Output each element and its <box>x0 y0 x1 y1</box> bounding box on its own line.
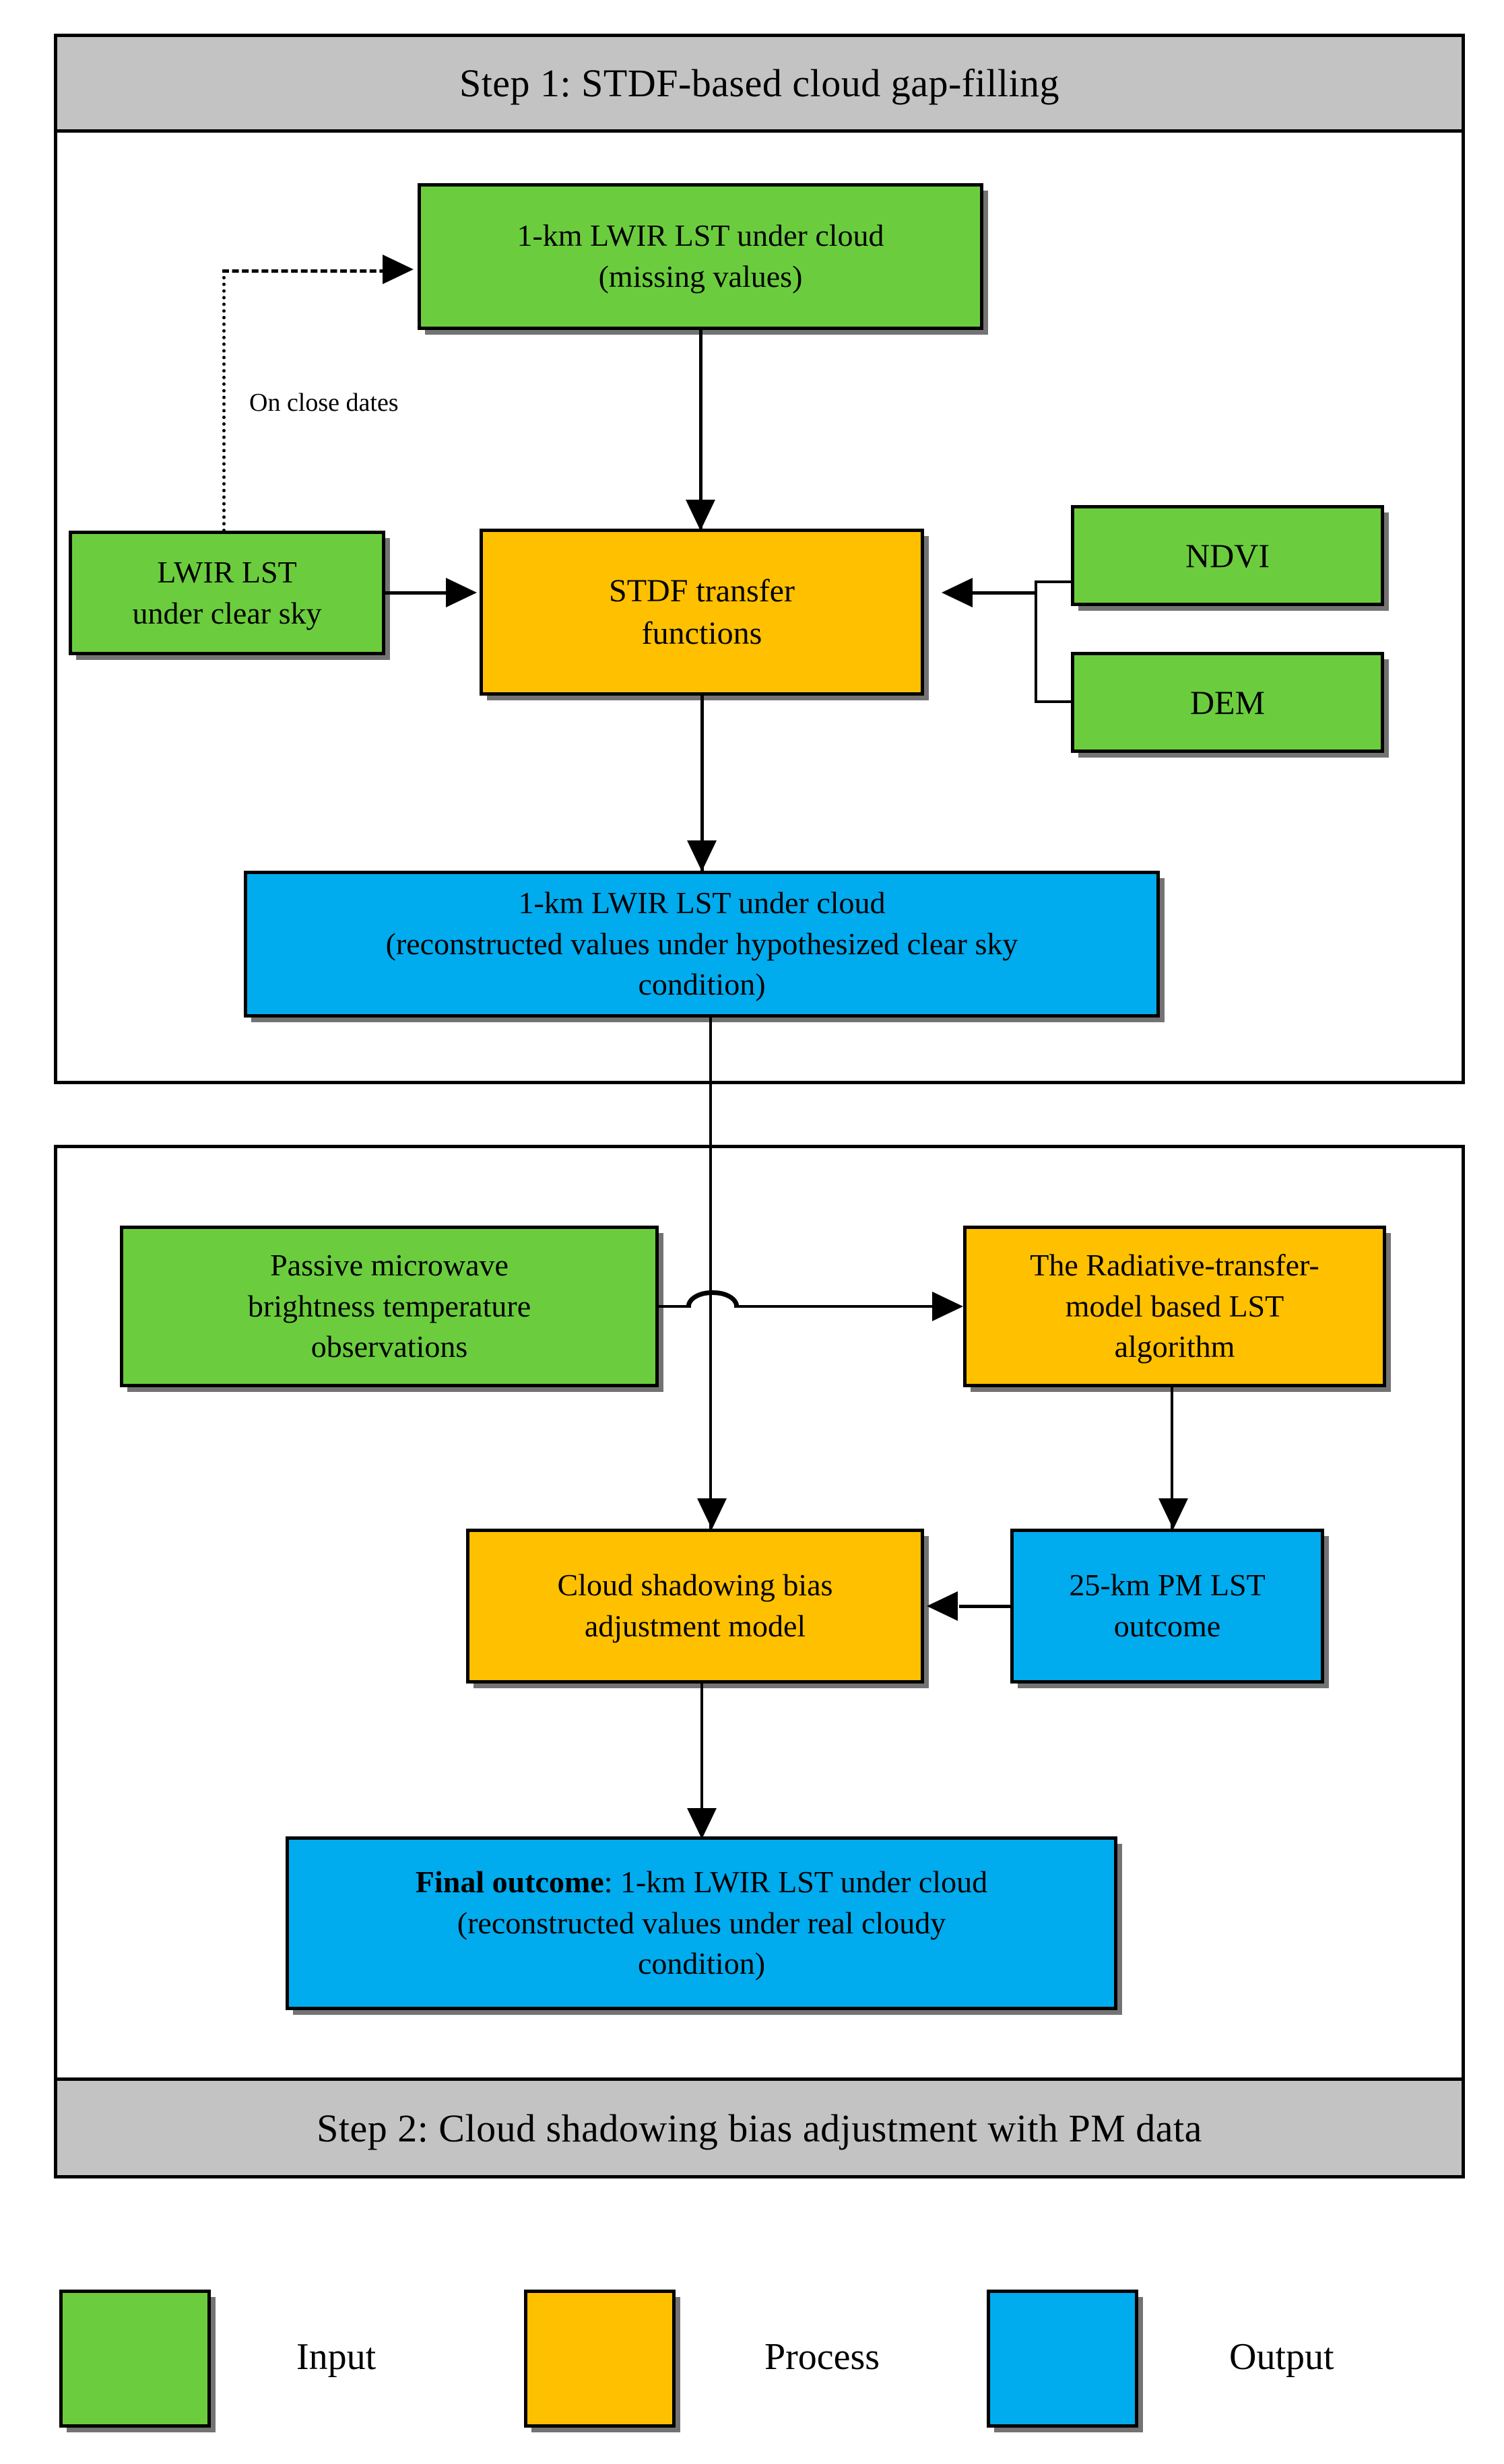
edge-rtm-to-pmlst-arrowhead <box>1158 1498 1188 1529</box>
node-reconstructed-clear-sky: 1-km LWIR LST under cloud (reconstructed… <box>244 871 1160 1018</box>
node-passive-microwave: Passive microwave brightness temperature… <box>120 1226 659 1387</box>
edge-pm-to-rtm-left <box>659 1305 691 1308</box>
node-pm-line1: Passive microwave <box>270 1247 509 1282</box>
edge-stdf-to-output-arrowhead <box>687 840 717 871</box>
edge-pmlst-to-bias-arrowhead <box>927 1591 958 1621</box>
final-outcome-line2: (reconstructed values under real cloudy <box>457 1905 946 1940</box>
legend-swatch-input <box>59 2290 211 2428</box>
step1-title-bar: Step 1: STDF-based cloud gap-filling <box>54 34 1465 133</box>
node-pm-lst-outcome: 25-km PM LST outcome <box>1010 1529 1324 1684</box>
step2-title-bar: Step 2: Cloud shadowing bias adjustment … <box>54 2077 1465 2178</box>
node-dem: DEM <box>1071 652 1384 753</box>
legend-label-output: Output <box>1229 2336 1334 2378</box>
node-lst-under-cloud-missing-line2: (missing values) <box>598 259 803 294</box>
edge-pmlst-to-bias <box>959 1605 1013 1608</box>
edge-bias-to-final <box>700 1684 703 1835</box>
node-lwir-lst-clear-sky-line1: LWIR LST <box>157 554 297 589</box>
step2-title: Step 2: Cloud shadowing bias adjustment … <box>317 2106 1202 2150</box>
edge-step1-to-step2-arrowhead <box>697 1498 727 1529</box>
node-rtm-line3: algorithm <box>1114 1329 1235 1364</box>
edge-clearsky-to-stdf-arrowhead <box>446 578 477 607</box>
node-lwir-lst-clear-sky: LWIR LST under clear sky <box>69 531 385 655</box>
node-bias-line1: Cloud shadowing bias <box>557 1568 833 1603</box>
final-outcome-line3: condition) <box>637 1946 766 1981</box>
edge-dem-stub <box>1035 700 1072 703</box>
node-stdf-transfer-functions: STDF transfer functions <box>480 529 924 696</box>
node-rtm-line2: model based LST <box>1065 1288 1284 1323</box>
node-stdf-line1: STDF transfer <box>609 572 795 609</box>
node-pm-line2: brightness temperature <box>247 1288 531 1323</box>
edge-pm-to-rtm-right <box>734 1305 940 1308</box>
on-close-dates-label: On close dates <box>249 389 399 417</box>
edge-rtm-to-pmlst <box>1171 1387 1173 1529</box>
node-final-outcome: Final outcome: 1-km LWIR LST under cloud… <box>286 1836 1117 2010</box>
edge-ndvi-stub <box>1035 580 1072 583</box>
node-dem-label: DEM <box>1189 684 1266 721</box>
node-stdf-line2: functions <box>641 615 762 651</box>
node-reconstructed-line3: condition) <box>638 967 766 1002</box>
node-pm-line3: observations <box>310 1329 468 1364</box>
line-hop-arc <box>686 1290 740 1308</box>
dotted-feedback-arrowhead <box>383 255 414 284</box>
node-lwir-lst-clear-sky-line2: under clear sky <box>132 595 322 630</box>
legend-label-process: Process <box>764 2336 880 2378</box>
edge-ndvi-dem-bracket <box>1035 580 1037 703</box>
edge-pm-to-rtm-arrowhead <box>932 1292 963 1321</box>
edge-step1-to-step2-spine <box>709 1018 712 1529</box>
node-lst-under-cloud-missing: 1-km LWIR LST under cloud (missing value… <box>418 183 983 330</box>
edge-clearsky-to-stdf <box>385 591 456 595</box>
legend-label-input: Input <box>296 2336 377 2378</box>
node-ndvi-label: NDVI <box>1185 537 1270 574</box>
final-outcome-bold-prefix: Final outcome <box>415 1864 604 1899</box>
edge-missing-to-stdf <box>699 330 702 531</box>
node-ndvi: NDVI <box>1071 505 1384 606</box>
node-reconstructed-line2: (reconstructed values under hypothesized… <box>385 926 1018 961</box>
node-pmlst-line1: 25-km PM LST <box>1069 1568 1266 1603</box>
node-pmlst-line2: outcome <box>1113 1609 1221 1643</box>
edge-bracket-to-stdf-arrowhead <box>942 578 973 607</box>
step1-title: Step 1: STDF-based cloud gap-filling <box>459 61 1060 105</box>
node-bias-adjustment-model: Cloud shadowing bias adjustment model <box>466 1529 924 1684</box>
final-outcome-line1-rest: : 1-km LWIR LST under cloud <box>603 1864 988 1899</box>
edge-missing-to-stdf-arrowhead <box>686 500 715 531</box>
node-reconstructed-line1: 1-km LWIR LST under cloud <box>518 885 886 920</box>
edge-bias-to-final-arrowhead <box>687 1808 717 1839</box>
node-bias-line2: adjustment model <box>584 1609 806 1643</box>
edge-bracket-to-stdf <box>970 591 1037 595</box>
legend-swatch-process <box>524 2290 676 2428</box>
node-rtm-line1: The Radiative-transfer- <box>1030 1247 1319 1282</box>
node-lst-under-cloud-missing-line1: 1-km LWIR LST under cloud <box>517 218 884 253</box>
dotted-feedback-vertical <box>222 269 226 566</box>
dotted-feedback-horizontal <box>222 269 396 273</box>
node-rtm-algorithm: The Radiative-transfer- model based LST … <box>963 1226 1386 1387</box>
edge-stdf-to-output <box>700 696 704 871</box>
legend-swatch-output <box>987 2290 1138 2428</box>
